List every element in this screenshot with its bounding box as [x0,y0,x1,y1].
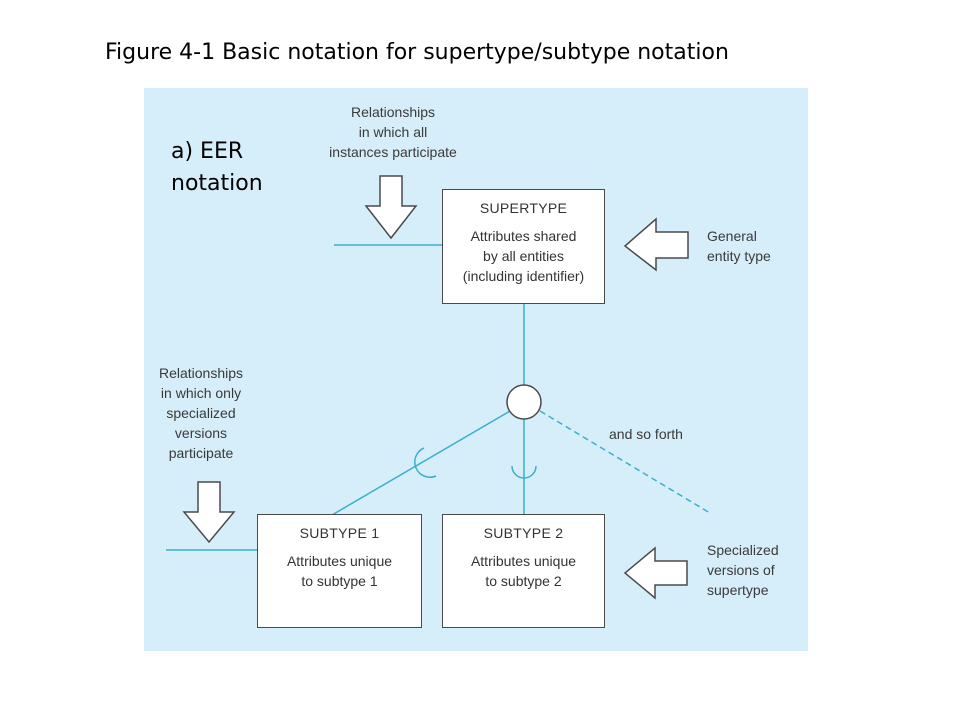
annotation-all-instances: Relationships in which all instances par… [318,102,468,162]
annotation-line: supertype [707,582,769,598]
annotation-line: in which all [358,124,428,140]
annotation-line: versions [174,425,228,441]
down-arrow-all-instances [364,175,418,240]
subtype1-desc-line: Attributes unique [286,553,393,569]
circle-and-so-forth-dashed-line [539,410,711,514]
annotation-general-entity-type: General entity type [707,226,771,266]
supertype-desc-line: Attributes shared [470,228,577,244]
subtype1-name: SUBTYPE 1 [299,525,380,541]
down-arrow-specialized-only [182,481,236,544]
subtype1-desc-line: to subtype 1 [301,573,378,589]
subtype1-description: Attributes unique to subtype 1 [258,551,421,591]
supertype-desc-line: (including identifier) [462,268,585,284]
annotation-line: participate [168,445,234,461]
subtype2-description: Attributes unique to subtype 2 [443,551,604,591]
annotation-line: Relationships [158,365,244,381]
panel-label: a) EER notation [171,136,263,200]
supertype-desc-line: by all entities [483,248,564,264]
subset-symbol-subtype1 [414,447,437,478]
subtype2-desc-line: Attributes unique [470,553,577,569]
diagram-panel: a) EER notation SUPERTYPE Attributes sha… [144,88,808,651]
annotation-line: versions of [707,562,775,578]
supertype-box: SUPERTYPE Attributes shared by all entit… [442,189,605,304]
left-arrow-general [623,217,689,272]
annotation-line: instances participate [329,144,457,160]
annotation-line: entity type [707,248,771,264]
diagram-canvas [166,175,711,600]
panel-label-line2: notation [171,171,263,196]
subtype2-box: SUBTYPE 2 Attributes unique to subtype 2 [442,514,605,628]
annotation-and-so-forth: and so forth [609,426,683,442]
left-arrow-specialized-versions [623,546,688,600]
annotation-line: Relationships [350,104,436,120]
annotation-specialized-versions: Specialized versions of supertype [707,540,779,600]
subtype2-desc-line: to subtype 2 [485,573,562,589]
subset-symbol-subtype2 [511,465,537,479]
annotation-line: in which only [160,385,242,401]
specialization-circle [506,384,542,420]
annotation-line: specialized [166,405,236,421]
panel-label-line1: a) EER [171,139,244,164]
annotation-specialized-only: Relationships in which only specialized … [144,363,258,463]
subtype2-name: SUBTYPE 2 [483,525,564,541]
subtype1-box: SUBTYPE 1 Attributes unique to subtype 1 [257,514,422,628]
supertype-description: Attributes shared by all entities (inclu… [443,226,604,286]
annotation-line: Specialized [707,542,779,558]
circle-to-subtype1-line [331,410,511,516]
annotation-line: General [707,228,757,244]
figure-title: Figure 4-1 Basic notation for supertype/… [105,40,729,65]
supertype-name: SUPERTYPE [479,200,568,216]
